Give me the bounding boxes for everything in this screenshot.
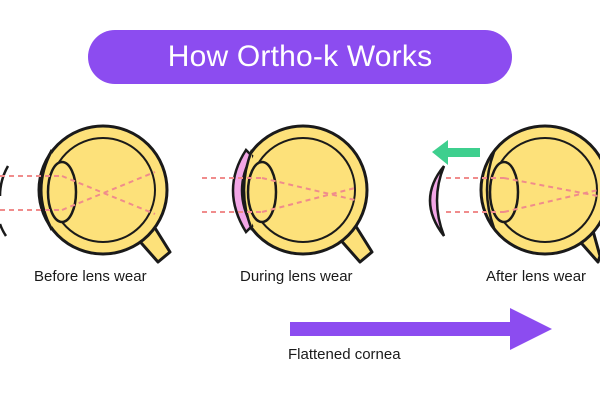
stage-label-before: Before lens wear — [34, 268, 147, 285]
eye-icon — [479, 124, 600, 256]
eye-after — [428, 124, 600, 264]
eye-during — [202, 124, 374, 264]
page-title: How Ortho-k Works — [167, 40, 433, 73]
cornea-fragment-icon — [0, 165, 10, 197]
eye-icon — [37, 124, 169, 256]
title-banner: How Ortho-k Works — [88, 30, 512, 84]
stage-label-after: After lens wear — [486, 268, 587, 285]
eye-before — [0, 124, 172, 264]
stage-label-during: During lens wear — [240, 268, 353, 285]
left-arrow-icon — [432, 140, 480, 165]
flattened-cornea-label: Flattened cornea — [288, 346, 401, 363]
contact-lens-icon — [428, 165, 446, 237]
right-arrow-icon — [290, 308, 552, 350]
